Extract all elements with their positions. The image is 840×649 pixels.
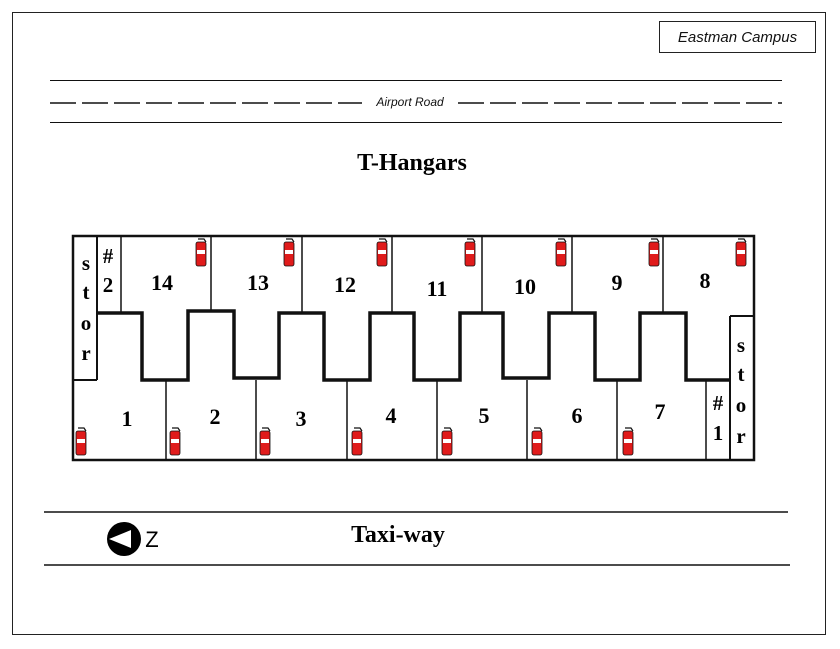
- hangar-number-8: 8: [700, 268, 711, 293]
- fire-extinguisher-icon: [531, 427, 543, 456]
- road-edge-bottom: [50, 122, 782, 123]
- north-arrow-icon: Z: [107, 522, 159, 556]
- storage-1-letter: s: [737, 333, 745, 357]
- t-hangar-divider-wall: [97, 309, 730, 382]
- fire-extinguisher-icon: [555, 238, 567, 267]
- storage-1-number: 1: [713, 421, 724, 445]
- taxiway-label: Taxi-way: [351, 522, 445, 548]
- storage-2-number: #: [103, 244, 114, 268]
- page-title: T-Hangars: [357, 150, 467, 176]
- campus-label: Eastman Campus: [659, 21, 816, 53]
- north-arrow-letter: Z: [145, 527, 158, 552]
- storage-1-letter: r: [736, 424, 745, 448]
- hangar-building-outline: [71, 234, 756, 462]
- page-frame: [12, 12, 826, 635]
- hangar-number-6: 6: [572, 403, 583, 428]
- fire-extinguisher-icon: [622, 427, 634, 456]
- hangar-number-5: 5: [479, 403, 490, 428]
- hangar-number-4: 4: [386, 403, 397, 428]
- fire-extinguisher-icon: [195, 238, 207, 267]
- fire-extinguisher-icon: [648, 238, 660, 267]
- hangar-number-14: 14: [151, 270, 173, 295]
- road-edge-top: [50, 80, 782, 81]
- fire-extinguisher-icon: [351, 427, 363, 456]
- hangar-number-12: 12: [334, 272, 356, 297]
- hangar-number-3: 3: [296, 406, 307, 431]
- storage-2-letter: r: [81, 341, 90, 365]
- storage-2-letter: s: [82, 251, 90, 275]
- hangar-number-2: 2: [210, 404, 221, 429]
- fire-extinguisher-icon: [464, 238, 476, 267]
- fire-extinguisher-icon: [441, 427, 453, 456]
- storage-2-letter: o: [81, 311, 92, 335]
- fire-extinguisher-icon: [75, 427, 87, 456]
- hangar-number-9: 9: [612, 270, 623, 295]
- fire-extinguisher-icon: [259, 427, 271, 456]
- hangar-number-11: 11: [427, 276, 448, 301]
- hangar-number-13: 13: [247, 270, 269, 295]
- storage-1-number: #: [713, 391, 724, 415]
- storage-1-letter: o: [736, 393, 747, 417]
- road-label: Airport Road: [362, 95, 458, 109]
- fire-extinguisher-icon: [169, 427, 181, 456]
- fire-extinguisher-icon: [376, 238, 388, 267]
- hangar-number-1: 1: [122, 406, 133, 431]
- fire-extinguisher-icon: [283, 238, 295, 267]
- storage-2-number: 2: [103, 273, 114, 297]
- hangar-number-10: 10: [514, 274, 536, 299]
- storage-1-letter: t: [738, 362, 745, 386]
- fire-extinguisher-icon: [735, 238, 747, 267]
- storage-2-letter: t: [83, 280, 90, 304]
- hangar-number-7: 7: [655, 399, 666, 424]
